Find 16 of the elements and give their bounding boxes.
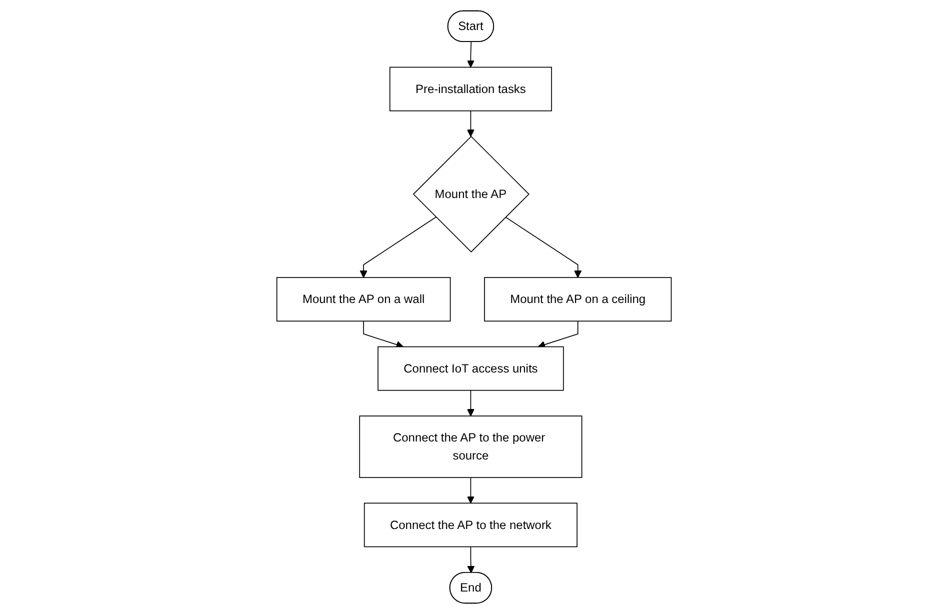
node-box: Pre-installation tasks [389, 66, 552, 112]
arrow [360, 216, 436, 278]
node-box: Connect the AP to the network [364, 502, 578, 548]
arrow [505, 216, 582, 278]
node-box: Connect IoT access units [378, 346, 564, 391]
arrow [363, 320, 404, 348]
arrow [466, 477, 474, 504]
arrow [466, 42, 474, 68]
arrow [466, 110, 474, 137]
arrow [467, 546, 475, 574]
arrow [538, 320, 578, 348]
node-box: Connect the AP to the power source [359, 416, 582, 478]
node-box: Mount the AP on a wall [276, 277, 451, 322]
node-box: Mount the AP on a ceiling [484, 277, 672, 322]
node-diamond: Mount the AP [412, 136, 530, 252]
arrow [466, 390, 474, 416]
